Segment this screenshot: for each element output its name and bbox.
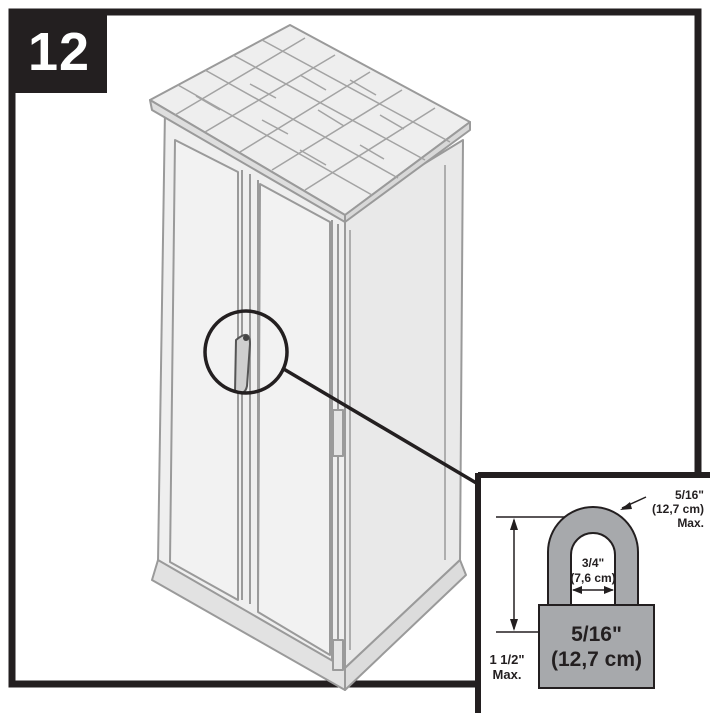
shackle-thickness-metric: (12,7 cm) — [651, 502, 704, 516]
thickness-leader — [620, 496, 647, 510]
step-number: 12 — [11, 11, 107, 93]
shackle-width-label: 3/4" (7,6 cm) — [563, 556, 623, 586]
shackle-width-metric: (7,6 cm) — [570, 571, 616, 585]
door-handle-icon — [234, 333, 251, 395]
shackle-thickness-max: Max. — [677, 516, 704, 530]
padlock-body-label: 5/16" (12,7 cm) — [539, 622, 654, 672]
shackle-thickness-label: 5/16" (12,7 cm) Max. — [632, 488, 704, 530]
shackle-height-value: 1 1/2" — [489, 652, 525, 667]
lock-detail-inset — [475, 472, 710, 715]
padlock-body-value: 5/16" — [571, 623, 622, 646]
roof-tiles — [174, 37, 451, 196]
storage-shed — [149, 24, 471, 691]
shackle-height-label: 1 1/2" Max. — [478, 652, 536, 682]
padlock-body-metric: (12,7 cm) — [550, 648, 643, 671]
height-dimension — [496, 516, 565, 633]
shackle-height-max: Max. — [492, 667, 522, 682]
padlock-icon — [538, 506, 655, 689]
shackle-width-value: 3/4" — [581, 556, 605, 570]
frame-border — [8, 8, 702, 688]
shackle-thickness-value: 5/16" — [674, 488, 704, 502]
magnifier-circle-icon — [203, 309, 479, 486]
width-dimension — [572, 586, 614, 594]
